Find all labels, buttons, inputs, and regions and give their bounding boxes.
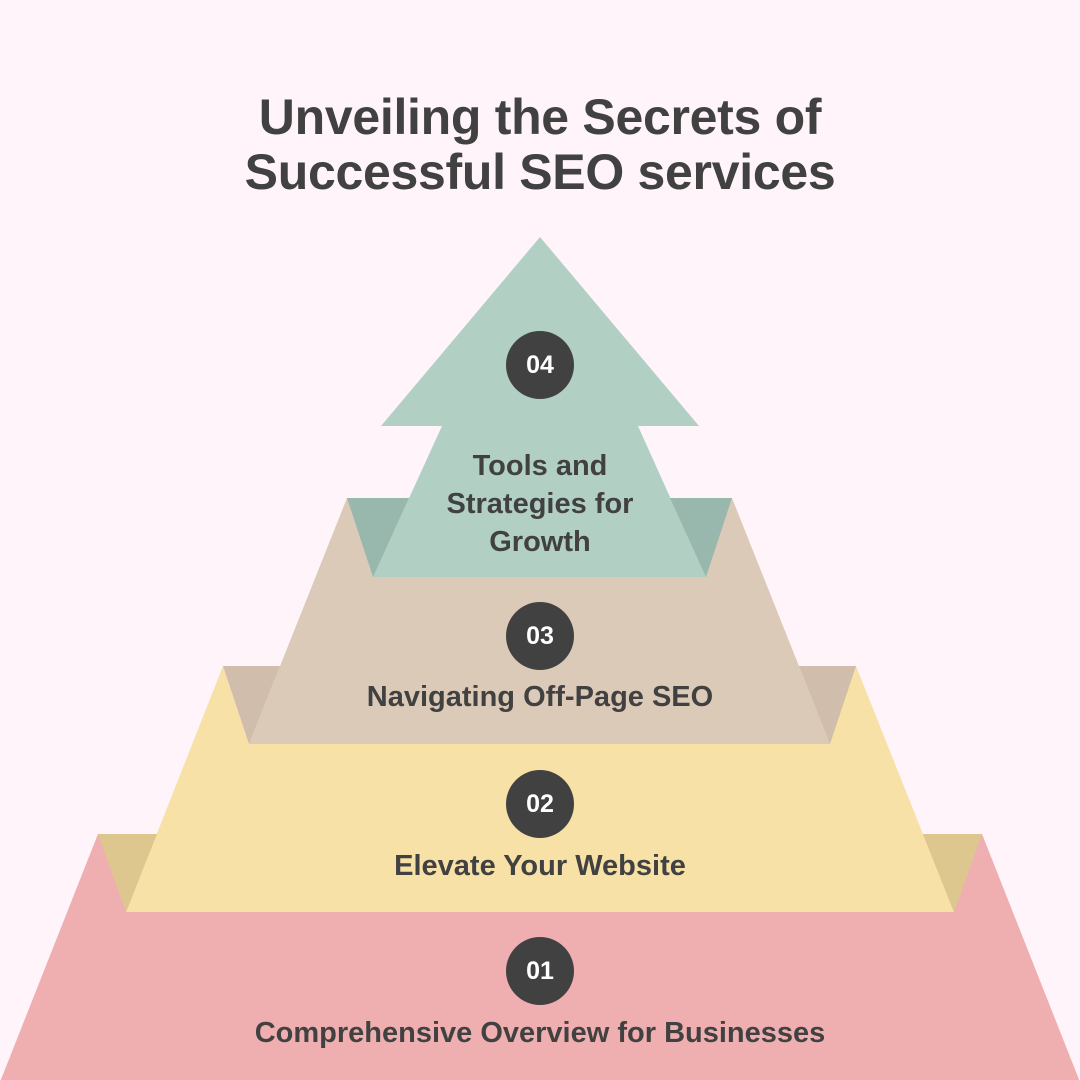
title-line-1: Unveiling the Secrets of xyxy=(258,89,822,145)
tier-4-arrow-shape xyxy=(373,237,706,577)
tier-4-fold-right xyxy=(670,498,732,577)
tier-4-label-line-3: Growth xyxy=(489,526,591,558)
tier-4-label-line-1: Tools and xyxy=(472,450,608,482)
tier-3-fold-left xyxy=(223,666,280,744)
step-badge-02: 02 xyxy=(506,770,574,838)
tier-2-fold-right xyxy=(923,834,982,912)
tier-4-fold-left xyxy=(347,498,409,577)
step-badge-01: 01 xyxy=(506,937,574,1005)
title-line-2: Successful SEO services xyxy=(244,144,836,200)
tier-4-label: Tools and Strategies for Growth xyxy=(390,447,690,561)
step-badge-03: 03 xyxy=(506,602,574,670)
tier-2-fold-left xyxy=(98,834,157,912)
tier-3-fold-right xyxy=(799,666,856,744)
tier-1-label: Comprehensive Overview for Businesses xyxy=(254,1017,826,1049)
tier-3-label: Navigating Off-Page SEO xyxy=(366,681,714,713)
step-badge-04: 04 xyxy=(506,331,574,399)
tier-2-label: Elevate Your Website xyxy=(394,850,686,882)
tier-4-label-line-2: Strategies for xyxy=(446,488,634,520)
page-title: Unveiling the Secrets of Successful SEO … xyxy=(0,90,1080,200)
